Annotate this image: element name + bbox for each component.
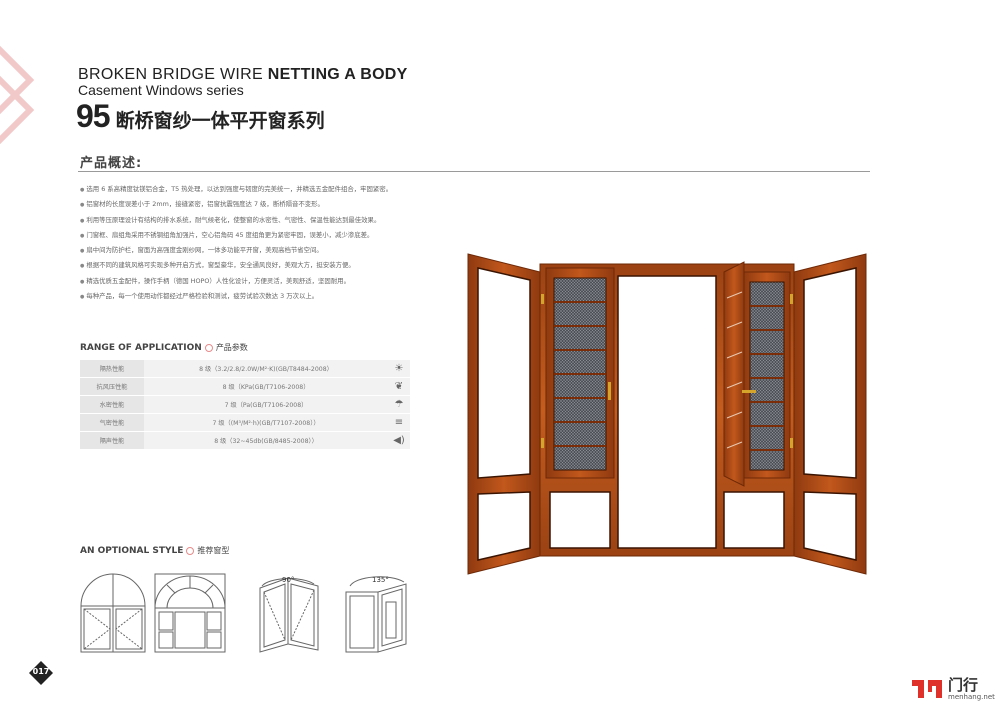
umbrella-icon: ☂	[388, 395, 410, 414]
subtitle-english: Casement Windows series	[78, 82, 244, 98]
param-value: 7 级（Pa(GB/T7106-2008）	[144, 395, 388, 414]
param-name: 气密性能	[80, 413, 144, 432]
series-title-cn: 断桥窗纱一体平开窗系列	[115, 110, 325, 132]
param-value: 8 级（32~45db(GB/8485-2008））	[144, 431, 388, 450]
casement-window-illustration	[467, 253, 867, 575]
table-row: 水密性能 7 级（Pa(GB/T7106-2008） ☂	[80, 395, 410, 414]
list-item: 每种产品，每一个使用动作都经过严格检验和测试，疲劳试验次数达 3 万次以上。	[80, 289, 480, 304]
param-name: 水密性能	[80, 395, 144, 414]
page-badge-icon	[29, 661, 53, 685]
arched-window-sketch	[80, 573, 146, 653]
table-row: 抗风压性能 8 级（KPa(GB/T7106-2008） ❦	[80, 377, 410, 396]
param-value: 8 级（3.2/2.8/2.0W/M²·K)(GB/T8484-2008）	[144, 360, 388, 378]
table-row: 隔声性能 8 级（32~45db(GB/8485-2008）） ◀)	[80, 431, 410, 450]
param-name: 隔热性能	[80, 360, 144, 378]
arched-grid-window-sketch	[154, 573, 226, 653]
title-chinese: 95 断桥窗纱一体平开窗系列	[76, 98, 325, 135]
list-item: 选用 6 系高精度钛镁铝合金，T5 热处理，以达到强度与韧度的完美统一，并精选五…	[80, 182, 480, 197]
list-item: 根据不同的建筑风格可实现多种开启方式，窗型豪华，安全通风良好，美观大方，挺安装方…	[80, 258, 480, 273]
airflow-icon: ≡	[388, 413, 410, 432]
handle-left	[608, 382, 611, 400]
logo-mark-icon	[912, 680, 942, 698]
handle-right	[742, 390, 756, 393]
overview-heading: 产品概述:	[80, 156, 143, 171]
angle-label-135: 135°	[372, 576, 389, 584]
list-item: 铝窗材的长度误差小于 2mm，接缝紧密，铝窗抗震强度达 7 级，断桥隔音不变形。	[80, 197, 480, 212]
speaker-icon: ◀)	[388, 431, 410, 450]
corner-decoration	[0, 45, 35, 145]
title-english: BROKEN BRIDGE WIRE NETTING A BODY	[78, 66, 408, 83]
page-number: 017	[32, 667, 50, 676]
angle-label-90: 90°	[282, 576, 294, 584]
param-value: 7 级（(M³/M²·h)(GB/T7107-2008））	[144, 413, 388, 432]
param-name: 抗风压性能	[80, 377, 144, 396]
table-row: 隔热性能 8 级（3.2/2.8/2.0W/M²·K)(GB/T8484-200…	[80, 360, 410, 378]
wind-icon: ❦	[388, 377, 410, 396]
feature-list: 选用 6 系高精度钛镁铝合金，T5 热处理，以达到强度与韧度的完美统一，并精选五…	[80, 182, 480, 304]
param-name: 隔声性能	[80, 431, 144, 450]
corner-window-90-sketch: 90°	[259, 576, 319, 653]
brand-logo: 门行 menhang.net	[910, 676, 995, 702]
list-item: 门窗框、扇组角采用不锈钢组角加强片，空心铝角码 45 度组角更为紧密牢固，误差小…	[80, 228, 480, 243]
list-item: 精选优质五金配件，操作手柄（德国 HOPO）人性化设计，方便灵活，美观舒适，坚固…	[80, 274, 480, 289]
series-number: 95	[76, 98, 111, 134]
table-row: 气密性能 7 级（(M³/M²·h)(GB/T7107-2008）） ≡	[80, 413, 410, 432]
corner-window-135-sketch: 135°	[345, 576, 407, 653]
parameter-table: 隔热性能 8 级（3.2/2.8/2.0W/M²·K)(GB/T8484-200…	[80, 360, 410, 450]
logo-text-en: menhang.net	[948, 693, 995, 701]
param-value: 8 级（KPa(GB/T7106-2008）	[144, 377, 388, 396]
divider	[78, 171, 870, 172]
list-item: 扇中间为防护栏，窗面为高强度金刚纱网，一体多功能平开窗，美观高档节省空间。	[80, 243, 480, 258]
logo-text-cn: 门行	[948, 676, 979, 694]
list-item: 利用等压原理设计有结构的排水系统，耐气候老化，使整窗的水密性、气密性、保温性能达…	[80, 213, 480, 228]
sun-icon: ☀	[388, 360, 410, 378]
